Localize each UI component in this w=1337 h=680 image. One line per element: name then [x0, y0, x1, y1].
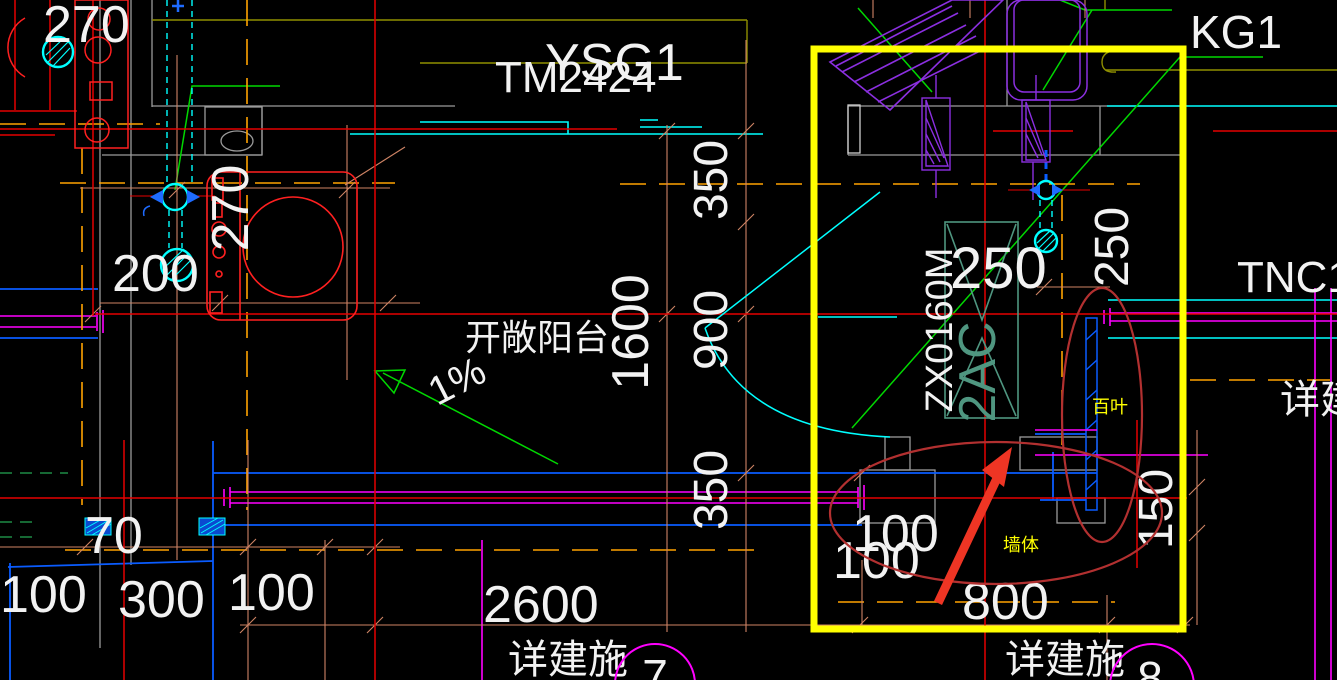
washer-drum [242, 196, 344, 298]
label-tm2424: TM2424 [495, 53, 656, 102]
revision-ellipses [828, 286, 1164, 586]
dim-200: 200 [112, 245, 199, 303]
slope-arrow-line [382, 372, 559, 465]
ysg1-leader [174, 85, 280, 191]
washing-machine [206, 171, 358, 321]
dim-270-rotated: 270 [202, 165, 260, 252]
boundary-lines [152, 0, 1337, 73]
duct-1 [921, 75, 951, 198]
slope-arrow-head [373, 369, 407, 395]
label-ac-mark: 2AC [949, 321, 1007, 422]
label-detail-left: 详建施 [508, 638, 628, 680]
dim-900: 900 [685, 290, 738, 370]
floor-drain-2 [159, 247, 195, 283]
bubble-circle-8 [1109, 643, 1195, 680]
window-posts [84, 517, 226, 536]
dim-1600: 1600 [602, 274, 660, 390]
fixture-top-left [7, 0, 129, 149]
balcony-window [0, 150, 1097, 680]
door-arc [704, 327, 891, 438]
louver-strip [1085, 317, 1098, 511]
duct-2 [1021, 75, 1051, 200]
dim-70: 70 [85, 507, 143, 565]
bubble-number-8: 8 [1137, 652, 1163, 680]
green-dashed-lines [0, 472, 68, 538]
dim-100-a: 100 [0, 566, 87, 624]
dim-2600: 2600 [483, 576, 599, 634]
door-swing [704, 191, 891, 438]
section-curl [1101, 49, 1119, 73]
highlight-box [810, 45, 1187, 633]
label-wall: 墙体 [1003, 535, 1039, 555]
dim-300: 300 [118, 571, 205, 629]
label-ysg1: YSG1 [545, 34, 684, 92]
dim-350-bottom: 350 [685, 450, 738, 530]
dim-270-top: 270 [43, 0, 130, 54]
label-detail-right: 详建施 [1005, 638, 1125, 680]
dim-250-v: 250 [1086, 207, 1139, 287]
ellipse-louver [1060, 286, 1144, 544]
label-detail-edge: 详建施 [1280, 378, 1337, 422]
bubble-number-7: 7 [642, 650, 668, 680]
annotation-arrow [934, 447, 1012, 605]
pipe-lines [350, 105, 1337, 339]
dim-150: 150 [1130, 469, 1183, 549]
label-open-balcony: 开敞阳台 [465, 317, 609, 358]
label-duct-mark: ZX0160M [919, 248, 961, 413]
dim-350-top: 350 [685, 140, 738, 220]
yellow-labels: 百叶 墙体 [1003, 397, 1128, 555]
floor-drain-3 [1033, 228, 1059, 254]
floor-drain-1 [41, 35, 75, 69]
dim-100-b: 100 [228, 564, 315, 622]
dim-250-h: 250 [950, 236, 1047, 301]
bubble-circle-7 [614, 643, 696, 680]
valve-arrows [142, 0, 1063, 217]
fan-symbol [944, 221, 1019, 419]
laundry-panel [828, 0, 1005, 112]
label-louver: 百叶 [1092, 397, 1128, 417]
label-kg1: KG1 [1190, 6, 1282, 58]
dim-100-c: 100 [852, 505, 939, 563]
ellipse-wall [828, 440, 1164, 586]
door-leaf [704, 191, 881, 329]
marker-cross [172, 0, 184, 12]
riser-dashed-lines [166, 0, 1053, 248]
label-slope: 1% [421, 349, 492, 414]
dim-100-d: 100 [833, 532, 920, 590]
detail-bubbles: 7 8 [614, 643, 1195, 680]
label-tnc1617: TNC1617 [1237, 253, 1337, 302]
